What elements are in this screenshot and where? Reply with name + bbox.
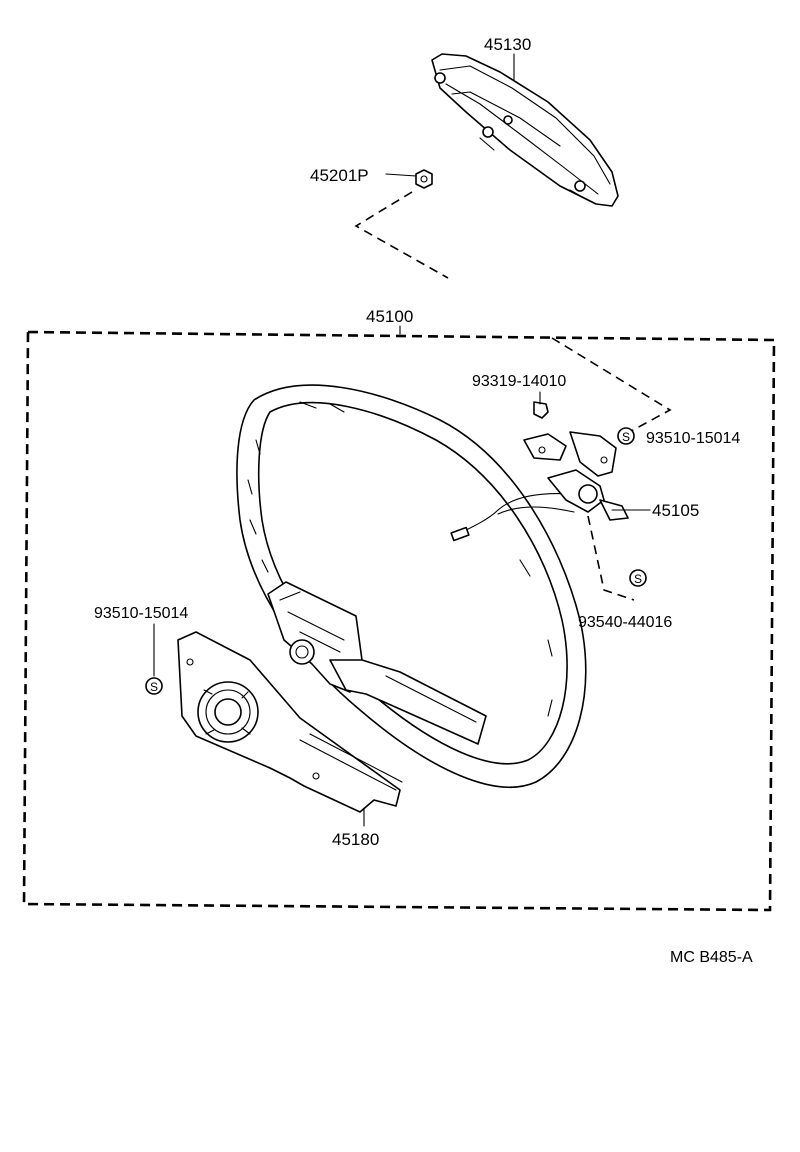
leader-45201P xyxy=(385,173,417,177)
part-label-45100: 45100 xyxy=(366,307,413,326)
nut-illustration xyxy=(415,169,433,189)
drawing-code: MC B485-A xyxy=(670,949,753,966)
part-label-93510-15014-right: 93510-15014 xyxy=(646,430,740,447)
assembly-dashed-frame xyxy=(22,330,776,912)
contact-dashed-guide-bottom xyxy=(587,515,635,601)
part-label-45180: 45180 xyxy=(332,830,379,849)
s-mark-lower xyxy=(629,569,647,587)
contact-dashed-guide-top xyxy=(551,337,672,437)
horn-pad-illustration xyxy=(431,53,619,207)
cover-illustration xyxy=(177,631,403,813)
s-mark-left xyxy=(145,677,163,695)
part-label-45105: 45105 xyxy=(652,501,699,520)
part-label-93540-44016: 93540-44016 xyxy=(578,614,672,631)
part-label-45201P: 45201P xyxy=(310,166,369,185)
s-mark-right-text: S xyxy=(622,430,630,444)
nut-dashed-guide xyxy=(354,191,449,279)
s-mark-left-text: S xyxy=(150,680,158,694)
part-label-93510-15014-left: 93510-15014 xyxy=(94,605,188,622)
part-label-45130: 45130 xyxy=(484,35,531,54)
horn-contact-illustration xyxy=(450,401,629,542)
part-label-93319-14010: 93319-14010 xyxy=(472,373,566,390)
s-mark-right xyxy=(617,427,635,445)
steering-wheel-illustration xyxy=(236,384,587,788)
s-mark-lower-text: S xyxy=(634,572,642,586)
